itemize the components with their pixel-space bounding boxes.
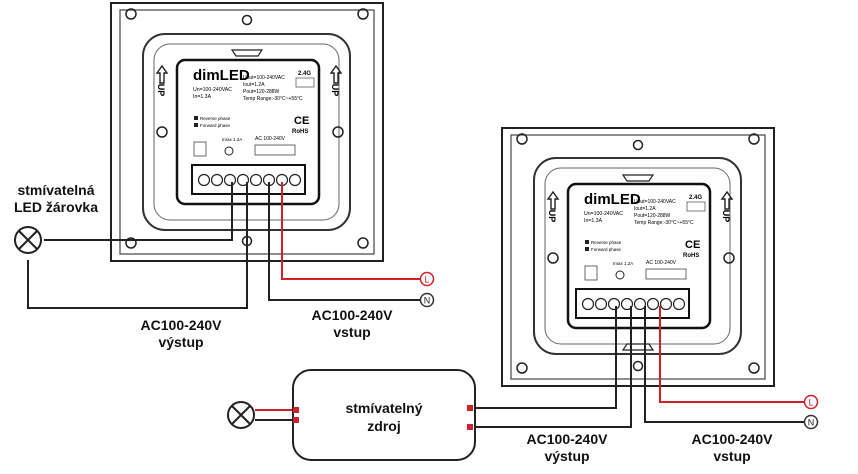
terminal-L-bottom: L [803,394,819,410]
ac-range-label: AC 100-240V [255,136,286,142]
spec-right-line1-2: Uout=100-240VAC [634,199,676,205]
input-label-2-line1: AC100-240V [692,431,774,447]
ce-mark: CE [294,115,309,127]
phase-forward-2: Forward phase [591,247,622,252]
spec-right-line3: Pout=120-288W [243,89,280,95]
bulb-label-line1: stmívatelná [17,182,94,198]
spec-left-line2: In=1.3A [193,94,212,100]
ac-range-label-2: AC 100-240V [646,260,677,266]
spec-right-line4: Temp Range:-30°C~+55°C [243,96,303,102]
ce-mark-2: CE [685,239,700,251]
phase-reverse-2: Reverse phase [591,240,622,245]
output-label-2-line1: AC100-240V [527,431,609,447]
fuse-label-2: Imax 1.2A [613,261,633,266]
spec-right-line1: Uout=100-240VAC [243,75,285,81]
driver-box [292,369,476,461]
up-label-left: UP [156,84,166,97]
terminal-N-bottom: N [803,414,819,430]
phase-forward: Forward phase [200,123,231,128]
terminal-N-top: N [419,292,435,308]
driver-label-line2: zdroj [367,418,400,434]
up-label-left-2: UP [547,210,557,223]
up-label-right-2: UP [721,210,731,223]
spec-left-line1: Un=100-240VAC [193,87,232,93]
terminal-N-label-2: N [808,418,815,428]
bulb-label-line2: LED žárovka [14,199,98,215]
driver-label-line1: stmívatelný [345,400,422,416]
terminal-N-label: N [424,296,431,306]
input-label-line1: AC100-240V [312,307,394,323]
lamp-bottom [227,401,255,429]
phase-reverse: Reverse phase [200,116,231,121]
wiring-bottom [255,306,805,428]
spec-right-line3-2: Pout=120-288W [634,213,671,219]
terminal-L-label-2: L [808,398,813,408]
spec-left-line1-2: Un=100-240VAC [584,211,623,217]
spec-right-line2-2: Iout=1.2A [634,206,656,212]
output-label-line2: výstup [158,334,203,350]
spec-right-line2: Iout=1.2A [243,82,265,88]
input-label-2-line2: vstup [713,448,750,464]
output-label-2-line2: výstup [544,448,589,464]
fuse-label: Imax 1.2A [222,137,242,142]
rohs-mark-2: RoHS [683,253,699,259]
output-label-line1: AC100-240V [141,317,223,333]
freq-label-2: 2.4G [689,195,702,201]
lamp-left [14,226,42,254]
dimmer-device-2: UP UP dimLED Un=100-240VAC In=1.3A Uout=… [501,127,775,387]
input-label-line2: vstup [333,324,370,340]
device-brand-2: dimLED [584,191,641,208]
spec-right-line4-2: Temp Range:-30°C~+55°C [634,220,694,226]
spec-left-line2-2: In=1.3A [584,218,603,224]
up-label-right: UP [330,84,340,97]
wiring-top [27,182,420,309]
terminal-L-label: L [424,275,429,285]
freq-label: 2.4G [298,71,311,77]
device-brand: dimLED [193,67,250,84]
rohs-mark: RoHS [292,129,308,135]
terminal-L-top: L [419,271,435,287]
